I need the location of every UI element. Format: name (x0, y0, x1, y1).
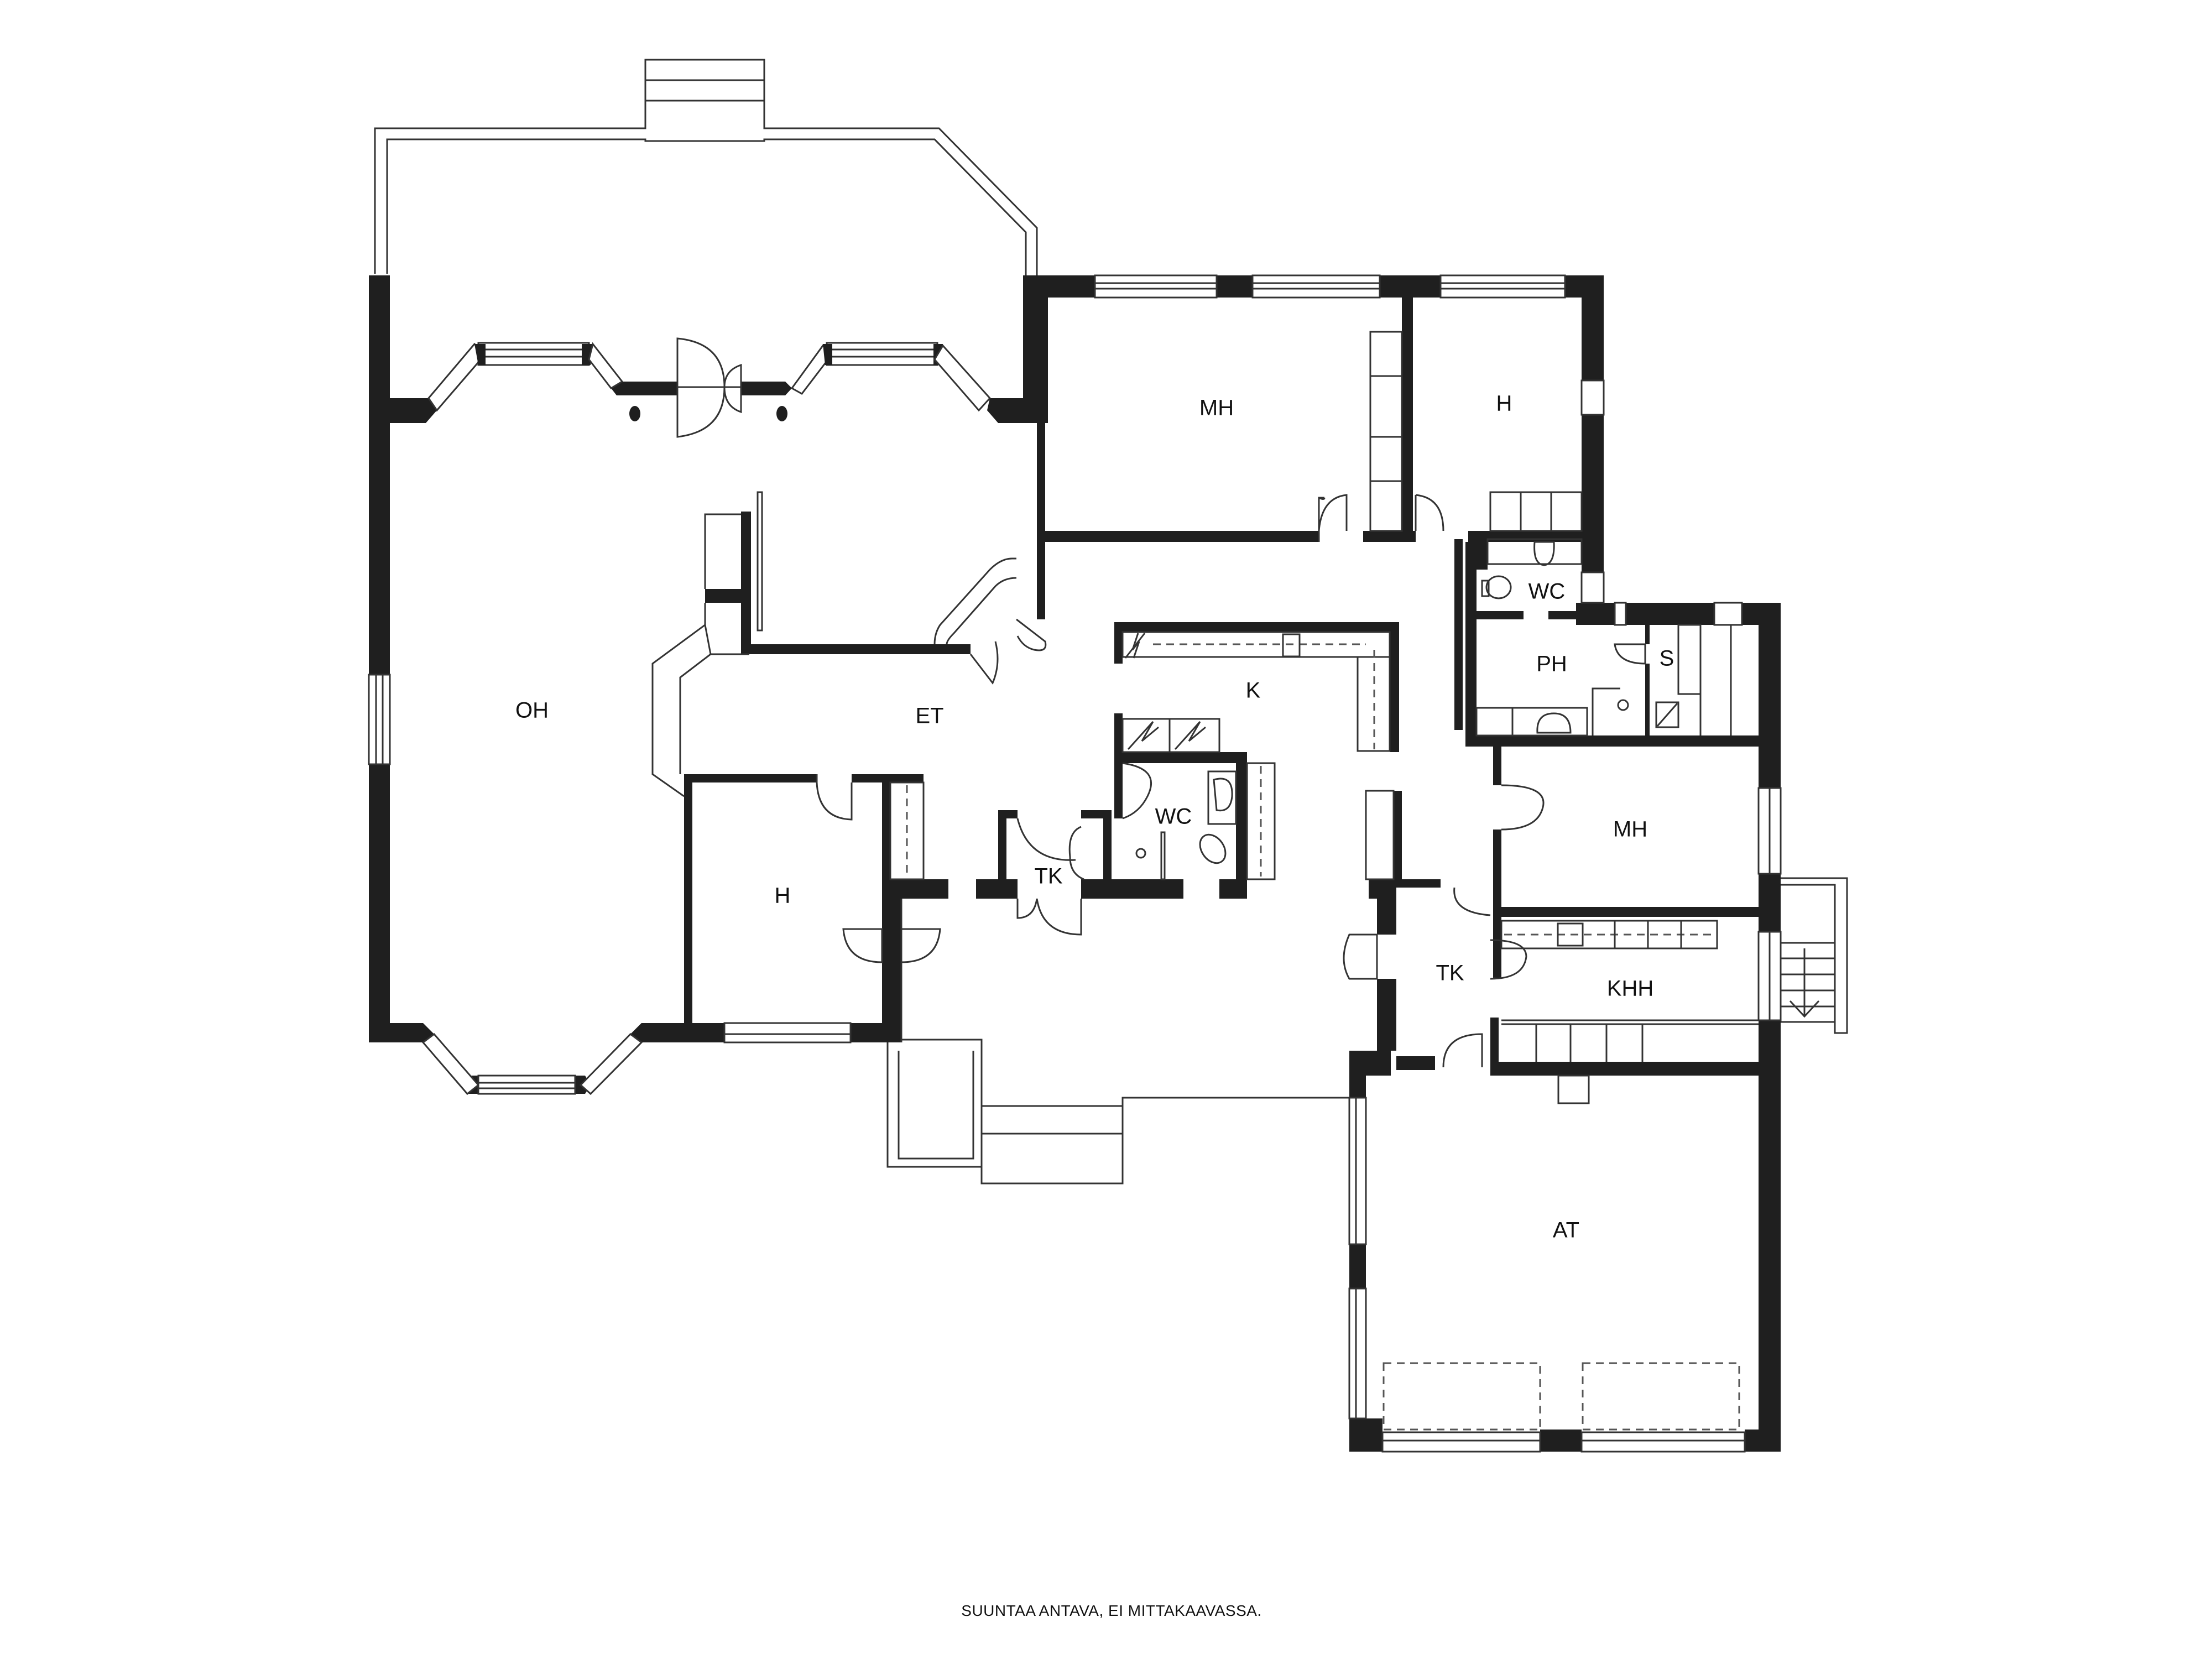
arrow-down-icon (1789, 948, 1820, 1018)
room-label-tk-mid: TK (1034, 864, 1062, 889)
terrace-bottom (886, 899, 1349, 1185)
fixtures (889, 331, 1759, 1104)
room-label-oh: OH (515, 698, 549, 723)
disclaimer-note: SUUNTAA ANTAVA, EI MITTAKAAVASSA. (961, 1602, 1261, 1619)
sauna-stove-icon (1655, 701, 1679, 728)
room-label-ph: PH (1536, 652, 1567, 676)
fireplace (629, 337, 1017, 797)
room-label-mh-right: MH (1613, 817, 1647, 842)
garage (1348, 1067, 1781, 1453)
room-label-at: AT (1553, 1218, 1579, 1243)
shower-icon (1617, 699, 1629, 711)
room-label-mh-top: MH (1199, 396, 1234, 420)
terrace-top (374, 59, 1038, 275)
laundry-sink-icon (1557, 922, 1584, 947)
sink-icon (1533, 541, 1555, 566)
toilet-icon (1199, 833, 1227, 864)
room-labels: OH MH H WC ET K PH S H WC TK MH TK KHH A… (515, 392, 1674, 1243)
room-label-tk-right: TK (1436, 961, 1464, 985)
room-label-et: ET (915, 704, 943, 728)
room-label-h-left: H (775, 884, 791, 908)
kitchen-sink-icon (1282, 633, 1301, 658)
doors (816, 494, 1646, 1068)
toilet-icon (1485, 575, 1512, 599)
exterior-walls (369, 275, 1781, 1094)
room-label-khh: KHH (1607, 977, 1653, 1001)
room-label-s: S (1660, 646, 1674, 671)
sink-icon (1213, 778, 1233, 812)
sink-icon (1536, 712, 1572, 734)
room-label-k: K (1246, 679, 1261, 703)
stairs (1781, 877, 1848, 1034)
windows (368, 274, 1782, 1095)
room-label-wc-mid: WC (1155, 805, 1192, 829)
room-label-wc-top: WC (1528, 580, 1566, 604)
interior-walls (684, 298, 1781, 1233)
room-label-h-top: H (1496, 392, 1512, 416)
